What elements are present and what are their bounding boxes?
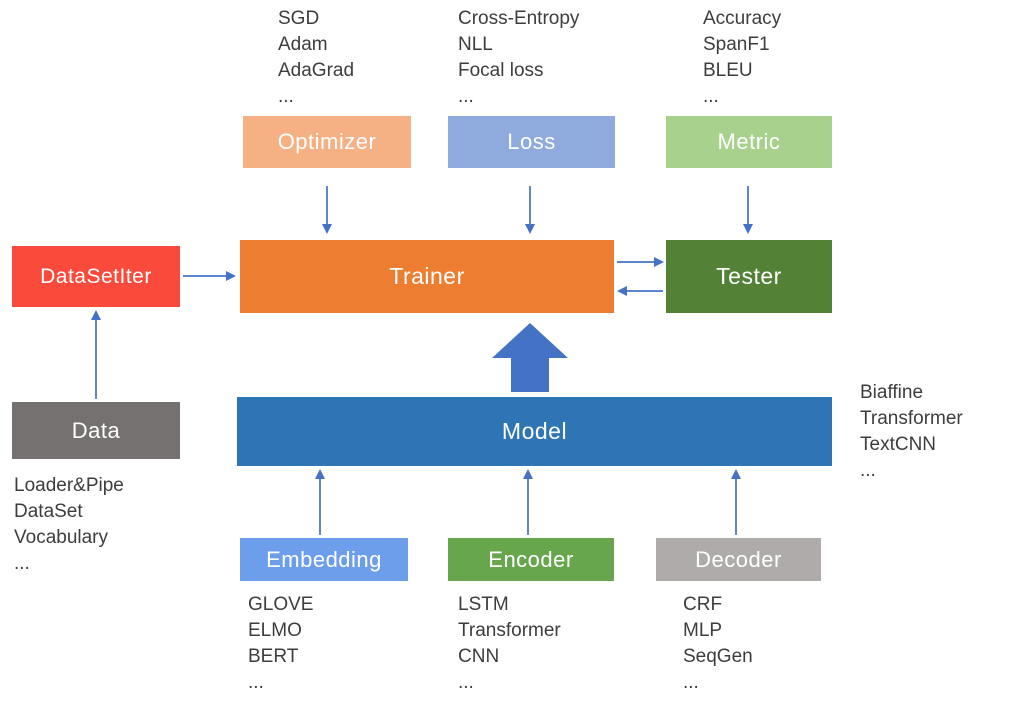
list-item: Focal loss	[458, 60, 544, 81]
metric-to-tester-arrow	[743, 186, 753, 234]
list-item: BLEU	[703, 60, 753, 81]
list-item: MLP	[683, 620, 723, 641]
list-item: AdaGrad	[278, 60, 355, 81]
list-item: GLOVE	[248, 594, 314, 615]
list-item: DataSet	[14, 501, 83, 522]
list-item: ...	[278, 86, 294, 107]
loss-to-trainer-arrow	[525, 186, 535, 234]
trainer-to-tester-arrow	[617, 257, 664, 267]
decoder-to-model-arrow	[731, 469, 741, 535]
encoder-to-model-arrow	[523, 469, 533, 535]
list-item: CNN	[458, 646, 500, 667]
list-item: SeqGen	[683, 646, 753, 667]
list-item: BERT	[248, 646, 299, 667]
list-item: Vocabulary	[14, 527, 109, 548]
list-item: ...	[860, 460, 876, 481]
list-item: TextCNN	[860, 434, 937, 455]
list-item: Cross-Entropy	[458, 8, 580, 29]
list-item: Transformer	[458, 620, 561, 641]
data-examples-list: Loader&Pipe DataSet Vocabulary ...	[14, 473, 124, 577]
optimizer-examples-list: SGD Adam AdaGrad ...	[278, 6, 354, 110]
data-box: Data	[12, 402, 180, 459]
embedding-box: Embedding	[240, 538, 408, 581]
model-to-trainer-block-arrow	[492, 323, 568, 392]
list-item: Loader&Pipe	[14, 475, 124, 496]
metric-examples-list: Accuracy SpanF1 BLEU ...	[703, 6, 781, 110]
loss-box: Loss	[448, 116, 615, 168]
list-item: ELMO	[248, 620, 302, 641]
loss-examples-list: Cross-Entropy NLL Focal loss ...	[458, 6, 579, 110]
list-item: ...	[248, 672, 264, 693]
list-item: Biaffine	[860, 382, 924, 403]
embedding-examples-list: GLOVE ELMO BERT ...	[248, 592, 313, 696]
decoder-box: Decoder	[656, 538, 821, 581]
list-item: Accuracy	[703, 8, 782, 29]
list-item: SpanF1	[703, 34, 770, 55]
trainer-box: Trainer	[240, 240, 614, 313]
list-item: ...	[683, 672, 699, 693]
datasetiter-to-trainer-arrow	[183, 271, 236, 281]
list-item: Adam	[278, 34, 328, 55]
list-item: ...	[703, 86, 719, 107]
tester-box: Tester	[666, 240, 832, 313]
list-item: SGD	[278, 8, 320, 29]
optimizer-to-trainer-arrow	[322, 186, 332, 234]
tester-to-trainer-arrow	[617, 286, 663, 296]
list-item: LSTM	[458, 594, 509, 615]
list-item: ...	[14, 553, 30, 574]
metric-box: Metric	[666, 116, 832, 168]
list-item: ...	[458, 86, 474, 107]
optimizer-box: Optimizer	[243, 116, 411, 168]
datasetiter-box: DataSetIter	[12, 246, 180, 307]
list-item: ...	[458, 672, 474, 693]
data-to-datasetiter-arrow	[91, 310, 101, 399]
model-examples-list: Biaffine Transformer TextCNN ...	[860, 380, 963, 484]
embedding-to-model-arrow	[315, 469, 325, 535]
encoder-examples-list: LSTM Transformer CNN ...	[458, 592, 561, 696]
list-item: NLL	[458, 34, 493, 55]
decoder-examples-list: CRF MLP SeqGen ...	[683, 592, 753, 696]
list-item: CRF	[683, 594, 723, 615]
model-box: Model	[237, 397, 832, 466]
encoder-box: Encoder	[448, 538, 614, 581]
list-item: Transformer	[860, 408, 963, 429]
